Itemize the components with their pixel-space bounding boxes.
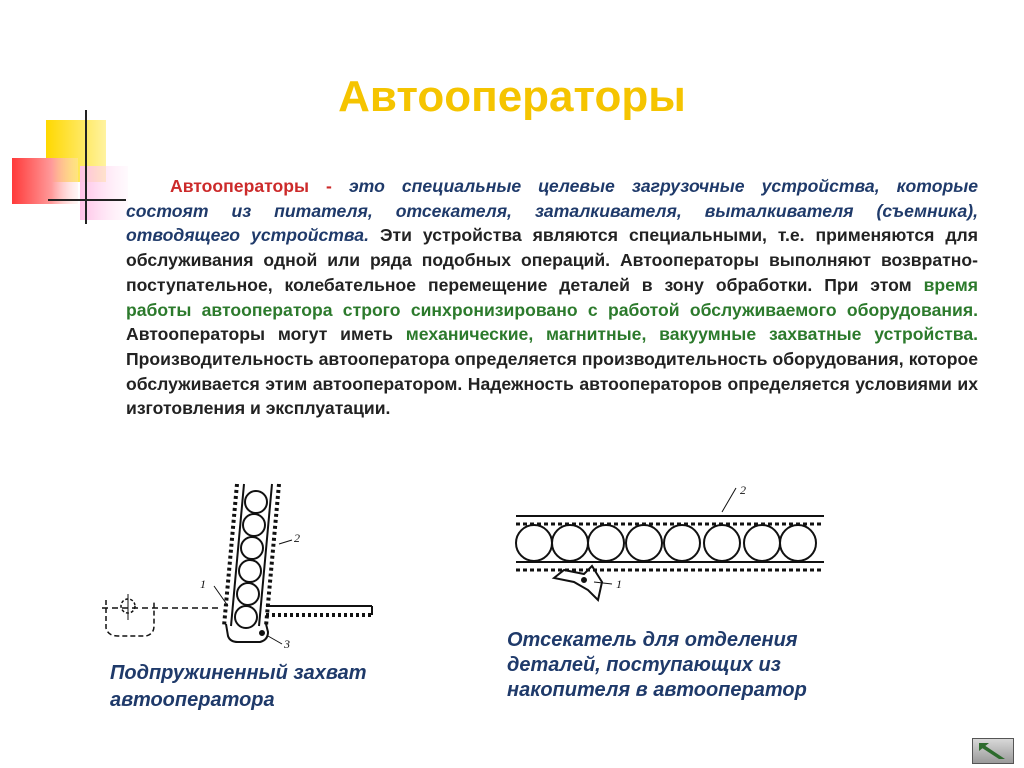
body-text-part: Эти устройства являются специальными, т.… (126, 225, 978, 295)
decorative-corner (12, 110, 128, 224)
caption-line: Подпружиненный захват (110, 662, 367, 684)
sentence-end: . (973, 324, 978, 345)
body-paragraph: Автооператоры - это специальные целевые … (126, 174, 978, 421)
green-highlight: время работы автооператора строго синхро… (126, 274, 978, 320)
label-2: 2 (294, 531, 300, 545)
caption-left: Подпружиненный захват автооператора (110, 660, 367, 714)
label-3: 3 (283, 637, 290, 651)
caption-line: накопителя в автооператор (507, 679, 807, 701)
caption-line: автооператора (110, 689, 275, 711)
return-button[interactable] (972, 738, 1014, 764)
dash: - (309, 176, 349, 196)
term-highlight: Автооператоры (170, 176, 310, 196)
definition-text: это специальные целевые загрузочные устр… (126, 176, 979, 246)
slide-title: Автооператоры (338, 72, 686, 121)
label-1: 1 (200, 577, 206, 591)
caption-line: деталей, поступающих из (507, 654, 781, 676)
body-text-part: Автооператоры могут иметь (126, 324, 406, 345)
sentence-end: . (364, 225, 380, 246)
caption-right: Отсекатель для отделения деталей, поступ… (507, 628, 807, 703)
spring-gripper-figure: 1 2 3 (102, 483, 373, 651)
label-2: 2 (740, 483, 746, 497)
body-text-part: Производительность автооператора определ… (126, 348, 978, 419)
return-arrow-icon (979, 743, 1005, 759)
separator-figure: 2 1 (515, 483, 824, 602)
sentence-end: . (973, 299, 978, 320)
label-1: 1 (616, 577, 622, 591)
green-highlight: механические, магнитные, вакуумные захва… (405, 324, 974, 345)
caption-line: Отсекатель для отделения (507, 629, 798, 651)
